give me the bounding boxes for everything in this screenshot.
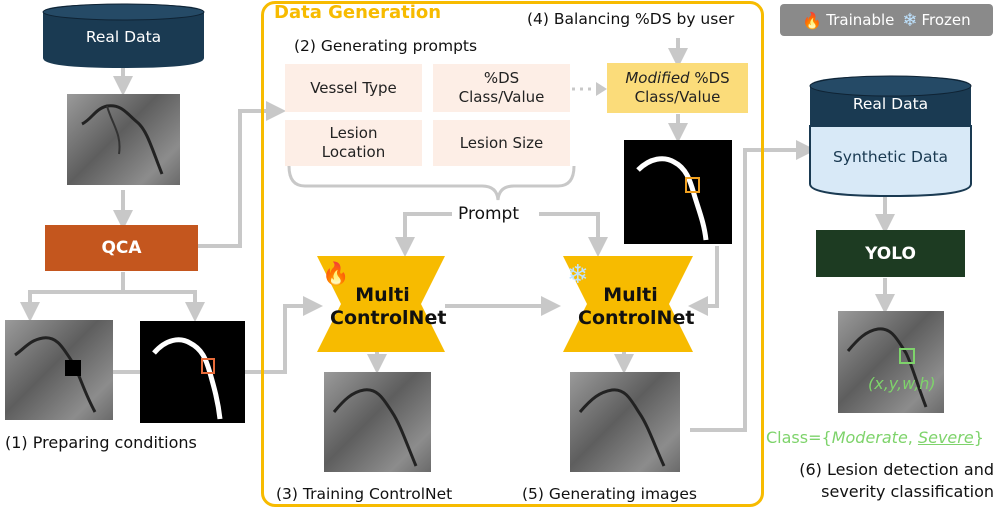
combined-dataset-database <box>809 75 972 198</box>
detection-result-image <box>838 311 944 413</box>
step6-line2: severity classification <box>821 482 994 501</box>
class-severe: Severe <box>917 428 974 447</box>
step5-caption: (5) Generating images <box>522 485 697 503</box>
class-suffix: } <box>973 428 984 447</box>
modified-italic: Modified <box>625 69 690 87</box>
lesion-mask-square <box>65 360 81 376</box>
legend-badge: 🔥 Trainable ❄ Frozen <box>780 4 993 36</box>
ds-class-box: %DS Class/Value <box>433 64 570 112</box>
step2-caption: (2) Generating prompts <box>294 37 478 55</box>
trainable-label: Trainable <box>826 11 895 29</box>
modified-ds-box: Modified %DS Class/Value <box>607 63 748 113</box>
lesion-size-box: Lesion Size <box>433 120 570 166</box>
ds-label: %DS <box>483 69 520 87</box>
modified-class-value-label: Class/Value <box>634 88 721 106</box>
controlnet-trainable-shape <box>317 256 445 352</box>
real-data-database <box>42 3 205 68</box>
generated-image <box>570 372 680 472</box>
yolo-label: YOLO <box>865 243 916 264</box>
input-angiogram-image <box>67 94 180 185</box>
data-generation-title: Data Generation <box>274 2 442 23</box>
qca-label: QCA <box>101 238 142 258</box>
location-label: Location <box>321 143 386 161</box>
step6-caption: (6) Lesion detection and severity classi… <box>766 459 994 503</box>
vessel-mask-image <box>140 321 245 423</box>
controlnet-snowflake-icon: ❄ <box>567 260 589 290</box>
controlnet-label-1: ControlNet <box>330 307 447 329</box>
right-real-data-label: Real Data <box>852 95 929 113</box>
vessel-type-box: Vessel Type <box>285 64 422 112</box>
lesion-location-box: Lesion Location <box>285 120 422 166</box>
step4-caption: (4) Balancing %DS by user <box>527 10 735 28</box>
modified-vessel-mask-image <box>624 140 732 244</box>
step3-caption: (3) Training ControlNet <box>276 485 453 503</box>
vessel-type-label: Vessel Type <box>310 78 397 97</box>
multi-label-1: Multi <box>355 284 410 306</box>
synthetic-data-label: Synthetic Data <box>832 148 949 166</box>
lesion-label: Lesion <box>329 124 378 142</box>
modified-ds-text: %DS <box>689 69 730 87</box>
real-data-label: Real Data <box>85 28 162 46</box>
masked-angiogram-image <box>5 320 113 420</box>
training-output-image <box>324 372 431 472</box>
frozen-label: Frozen <box>921 11 971 29</box>
class-separator: , <box>907 428 918 447</box>
bbox-label: (x,y,w,h) <box>868 374 936 393</box>
yolo-box: YOLO <box>816 230 965 277</box>
step6-line1: (6) Lesion detection and <box>799 460 994 479</box>
class-moderate: Moderate <box>831 428 908 447</box>
ds-class-value-label: Class/Value <box>458 88 545 106</box>
lesion-size-label: Lesion Size <box>459 133 544 152</box>
controlnet-flame-icon: 🔥 <box>322 262 350 287</box>
modified-ds-line1: Modified %DS <box>625 69 729 88</box>
class-definition: Class={Moderate, Severe} <box>766 428 984 447</box>
class-prefix: Class={ <box>766 428 832 447</box>
controlnet-label-2: ControlNet <box>578 307 695 329</box>
qca-box: QCA <box>45 225 198 271</box>
controlnet-frozen-shape <box>563 256 693 352</box>
prompt-label: Prompt <box>458 204 519 224</box>
step1-caption: (1) Preparing conditions <box>5 433 197 452</box>
controlnet-frozen-label: Multi ControlNet <box>578 284 695 330</box>
multi-label-2: Multi <box>603 284 658 306</box>
flame-icon: 🔥 <box>802 10 823 30</box>
data-generation-panel <box>261 1 764 507</box>
snowflake-icon: ❄ <box>902 9 918 31</box>
controlnet-trainable-label: Multi ControlNet <box>330 284 447 330</box>
